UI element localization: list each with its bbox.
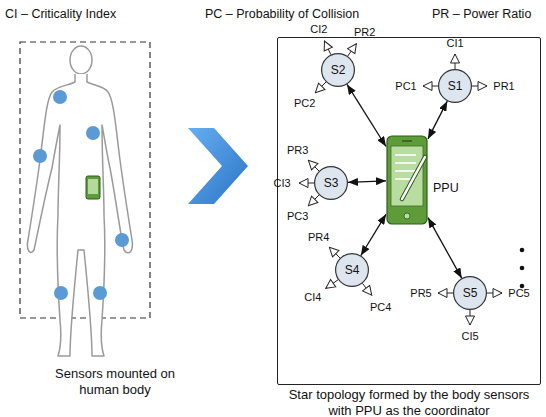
ellipsis-dots <box>520 248 525 289</box>
parameter-label: CI3 <box>273 177 290 189</box>
sensor-dot <box>86 126 100 140</box>
parameter-label: CI1 <box>446 37 463 49</box>
parameter-arrow <box>308 160 319 171</box>
link-arrow <box>428 218 462 278</box>
parameter-label: PC3 <box>287 210 308 222</box>
sensor-dot <box>53 90 67 104</box>
link-arrow <box>428 101 447 139</box>
parameter-label: PR1 <box>493 80 514 92</box>
sensor-name: S5 <box>453 276 487 310</box>
parameter-arrow <box>423 86 438 87</box>
phone-outline <box>386 135 428 225</box>
parameter-arrow <box>487 293 502 294</box>
parameter-arrow <box>362 283 371 295</box>
screen-line <box>395 170 416 172</box>
sensor-name: S1 <box>438 69 472 103</box>
sensor-circle: S2 <box>321 53 355 87</box>
parameter-arrow <box>348 44 357 56</box>
parameter-label: PR3 <box>287 144 308 156</box>
body-outline <box>27 74 132 356</box>
coordinator-phone: PPU <box>386 135 428 225</box>
parameter-label: CI5 <box>461 330 478 342</box>
abbreviation-key: PR – Power Ratio <box>432 7 531 21</box>
sensor-circle: S4 <box>335 253 369 287</box>
link-arrow <box>347 84 386 146</box>
link-arrow <box>348 181 386 183</box>
sensor-name: S4 <box>335 253 369 287</box>
parameter-label: CI4 <box>304 291 321 303</box>
screen-line <box>395 162 416 164</box>
figure-caption: Star topology formed by the body sensors… <box>281 387 537 417</box>
sensor-name: S3 <box>314 166 348 200</box>
phone-screen <box>391 146 423 206</box>
sensor-dot <box>33 149 47 163</box>
parameter-arrow <box>472 86 487 87</box>
phone-body <box>86 176 100 199</box>
parameter-arrow <box>329 247 340 258</box>
circle-outline <box>322 54 355 87</box>
sensor-dot <box>115 233 129 247</box>
stylus-outline <box>402 157 425 199</box>
parameter-arrow <box>315 82 326 93</box>
parameter-label: PC4 <box>370 301 391 313</box>
parameter-label: CI2 <box>310 23 327 35</box>
sensor-dots <box>33 90 129 300</box>
abbreviation-key: CI – Criticality Index <box>5 7 116 21</box>
ellipsis-dot <box>520 266 525 271</box>
circle-outline <box>454 277 487 310</box>
parameter-label: PC5 <box>508 287 529 299</box>
parameter-arrow <box>299 183 314 184</box>
parameter-label: PR5 <box>410 287 431 299</box>
coordinator-name: PPU <box>433 181 459 195</box>
sensor-circle: S1 <box>438 69 472 103</box>
stylus <box>402 157 425 199</box>
chevron-arrow <box>188 128 248 204</box>
body-head <box>70 46 92 74</box>
circle-outline <box>336 254 369 287</box>
parameter-arrow <box>470 310 471 325</box>
phone-screen <box>88 179 98 194</box>
parameter-arrow <box>324 41 330 55</box>
screen-line <box>395 154 416 156</box>
phone-button <box>404 213 410 219</box>
parameter-arrow <box>326 280 338 289</box>
ellipsis-dot <box>520 248 525 253</box>
phone-body <box>387 136 427 224</box>
parameter-label: PR4 <box>308 231 329 243</box>
sensor-dot <box>93 286 107 300</box>
figure-caption: Sensors mounted on human body <box>45 366 185 398</box>
phone-speaker <box>402 140 412 142</box>
abbreviation-key: PC – Probability of Collision <box>205 7 359 21</box>
parameter-arrow <box>308 195 319 206</box>
sensor-name: S2 <box>321 53 355 87</box>
circle-outline <box>439 70 472 103</box>
sensor-circle: S3 <box>314 166 348 200</box>
body-phone <box>86 176 100 199</box>
parameter-arrow <box>438 293 453 294</box>
sensor-circle: S5 <box>453 276 487 310</box>
parameter-arrow <box>455 54 456 69</box>
link-arrow <box>361 214 386 255</box>
sensor-dot <box>54 286 68 300</box>
parameter-label: PR2 <box>354 26 375 38</box>
circle-outline <box>315 167 348 200</box>
parameter-label: PC1 <box>395 80 416 92</box>
parameter-label: PC2 <box>294 97 315 109</box>
